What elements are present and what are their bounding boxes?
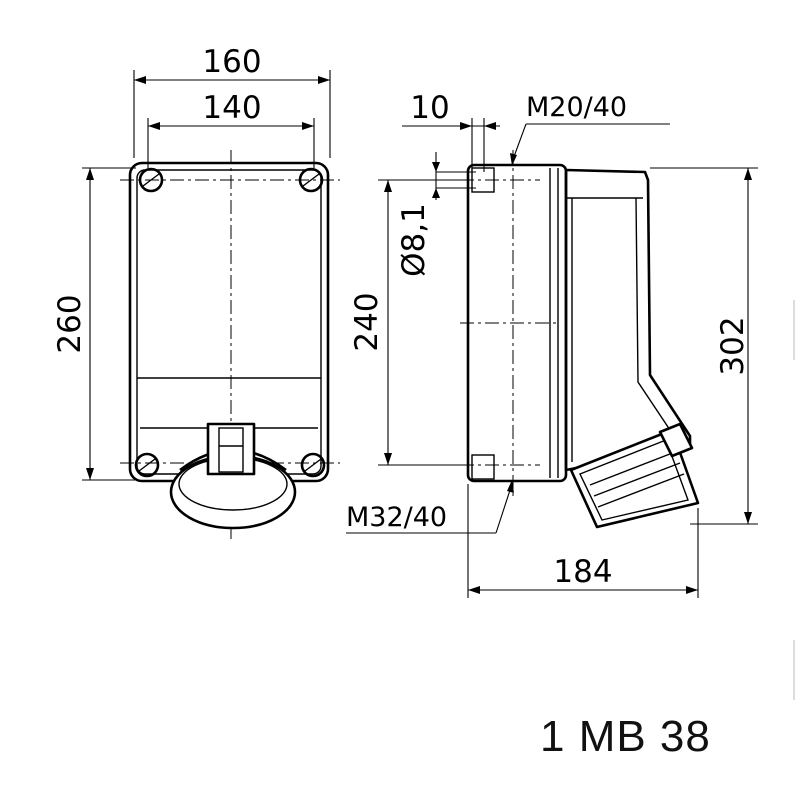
side-view: 10 M20/40 Ø8,1 240 (346, 90, 758, 598)
screw-top-right (298, 167, 324, 193)
socket-side (569, 422, 700, 529)
dim-260: 260 (52, 167, 136, 481)
front-view: 160 140 260 (52, 44, 340, 540)
dim-hole-diameter: Ø8,1 (396, 152, 476, 277)
dim-302-label: 302 (715, 316, 751, 375)
socket-front (169, 422, 297, 530)
screw-bottom-right (300, 452, 326, 478)
dim-140: 140 (147, 90, 315, 168)
dim-10: 10 (402, 90, 500, 172)
dim-240: 240 (349, 179, 470, 466)
dim-140-label: 140 (202, 90, 261, 126)
model-caption: 1 MB 38 (540, 712, 711, 761)
dim-160: 160 (133, 44, 331, 158)
dim-302: 302 (650, 167, 758, 525)
dim-160-label: 160 (202, 44, 261, 80)
callout-m20: M20/40 (510, 92, 670, 166)
dim-10-label: 10 (410, 90, 449, 126)
callout-m32: M32/40 (346, 480, 514, 534)
gland-top-label: M20/40 (526, 92, 627, 123)
dim-hole-diameter-label: Ø8,1 (396, 203, 432, 277)
screw-bottom-left (134, 452, 160, 478)
dim-260-label: 260 (52, 294, 88, 353)
dim-240-label: 240 (349, 292, 385, 351)
gland-bottom-label: M32/40 (346, 502, 447, 533)
screw-top-left (138, 167, 164, 193)
dim-184-label: 184 (553, 554, 612, 590)
dim-184: 184 (467, 484, 699, 598)
